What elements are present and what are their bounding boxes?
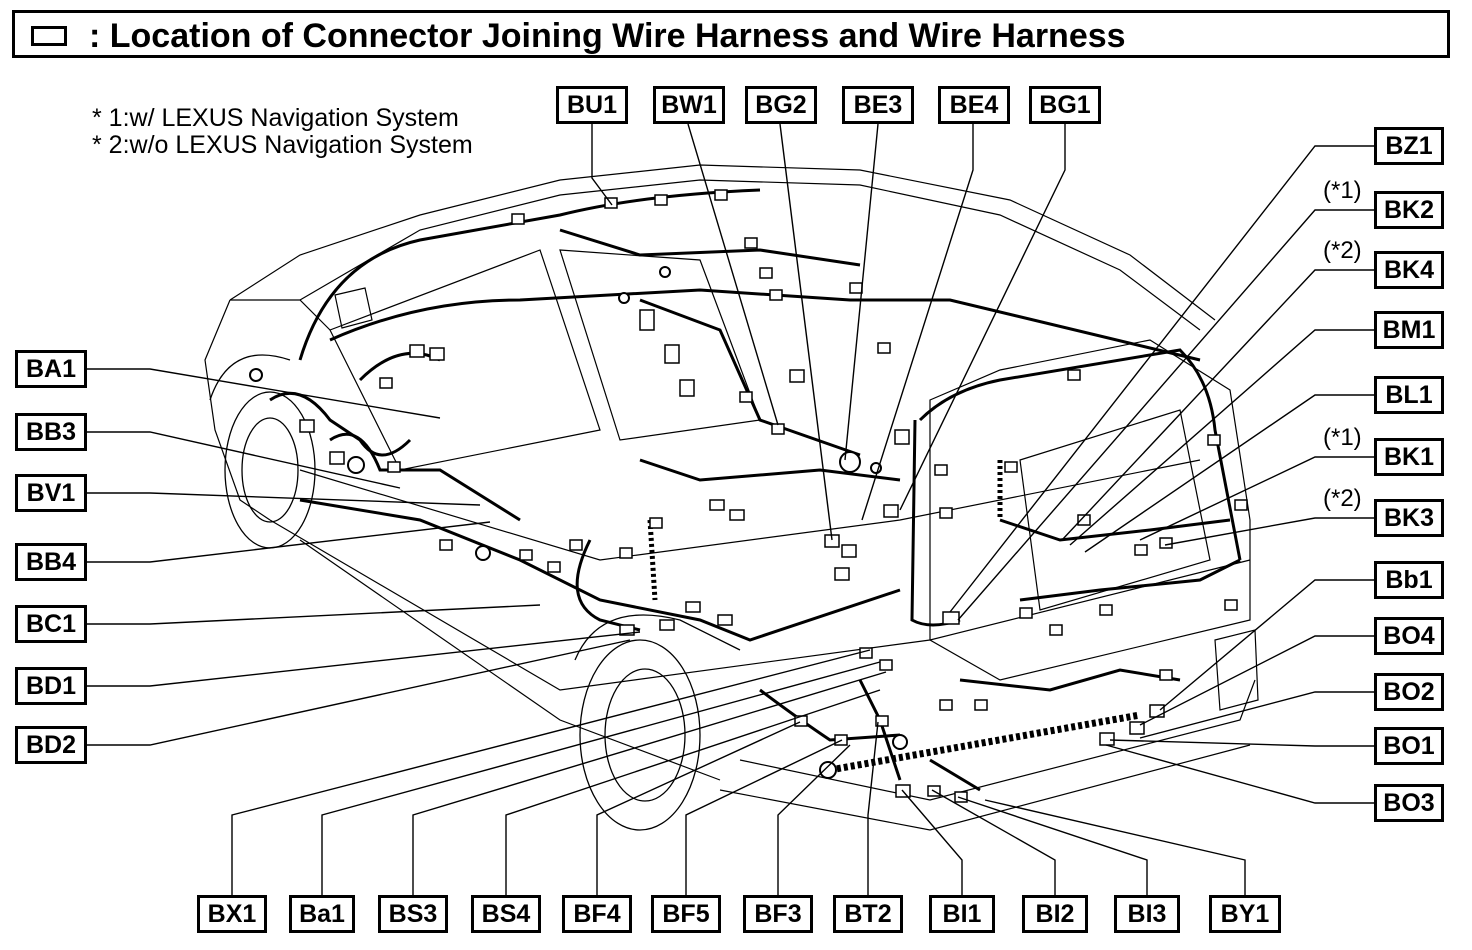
note-with-navigation: * 1:w/ LEXUS Navigation System: [92, 104, 459, 132]
connector-label-bs3: BS3: [378, 895, 448, 933]
connector-label-bb4: BB4: [15, 543, 87, 581]
connector-label-bg1: BG1: [1029, 86, 1101, 124]
connector-label-bi2: BI2: [1022, 895, 1088, 933]
connector-label-bw1: BW1: [653, 86, 725, 124]
connector-label-by1: BY1: [1209, 895, 1281, 933]
wheels: [209, 354, 741, 831]
connector-label-bx1: BX1: [197, 895, 267, 933]
connector-label-ba1: BA1: [15, 350, 87, 388]
connector-label-bc1: BC1: [15, 605, 87, 643]
connector-label-bs4: BS4: [471, 895, 541, 933]
connector-label-be4: BE4: [938, 86, 1010, 124]
variant-marker-bk3: (*2): [1323, 485, 1362, 512]
connector-label-bk4: BK4: [1374, 251, 1444, 289]
connector-label-bo3: BO3: [1374, 784, 1444, 822]
connector-label-bo2: BO2: [1374, 673, 1444, 711]
connector-label-bg2: BG2: [745, 86, 817, 124]
connector-label-bo4: BO4: [1374, 617, 1444, 655]
page-title: : Location of Connector Joining Wire Har…: [89, 17, 1126, 55]
title-bar: : Location of Connector Joining Wire Har…: [12, 10, 1450, 58]
connector-label-bf4: BF4: [562, 895, 632, 933]
connector-label-bi3: BI3: [1114, 895, 1180, 933]
connector-label-bv1: BV1: [15, 474, 87, 512]
connector-label-bk1: BK1: [1374, 438, 1444, 476]
variant-marker-bk2: (*1): [1323, 177, 1362, 204]
connector-label-be3: BE3: [842, 86, 914, 124]
connector-label-bk2: BK2: [1374, 191, 1444, 229]
connector-label-ba1-lower: Ba1: [289, 895, 355, 933]
connector-label-bf5: BF5: [651, 895, 721, 933]
connector-label-bo1: BO1: [1374, 727, 1444, 765]
note-without-navigation: * 2:w/o LEXUS Navigation System: [92, 131, 473, 159]
connector-label-bf3: BF3: [743, 895, 813, 933]
variant-marker-bk1: (*1): [1323, 424, 1362, 451]
connector-label-bt2: BT2: [833, 895, 903, 933]
connector-label-bl1: BL1: [1374, 376, 1444, 414]
leader-lines: [86, 123, 1375, 896]
connector-label-bd1: BD1: [15, 667, 87, 705]
connector-label-bm1: BM1: [1374, 311, 1444, 349]
connector-label-bb3: BB3: [15, 413, 87, 451]
connector-label-bz1: BZ1: [1374, 127, 1444, 165]
connector-label-bu1: BU1: [556, 86, 628, 124]
connector-label-bi1: BI1: [929, 895, 995, 933]
variant-marker-bk4: (*2): [1323, 237, 1362, 264]
connector-label-bk3: BK3: [1374, 499, 1444, 537]
connector-label-bd2: BD2: [15, 726, 87, 764]
connector-box-icon: [31, 26, 67, 46]
connector-label-bb1-lower: Bb1: [1374, 561, 1444, 599]
harness-routing: [269, 188, 1242, 792]
harness-connectors: [299, 189, 1248, 803]
